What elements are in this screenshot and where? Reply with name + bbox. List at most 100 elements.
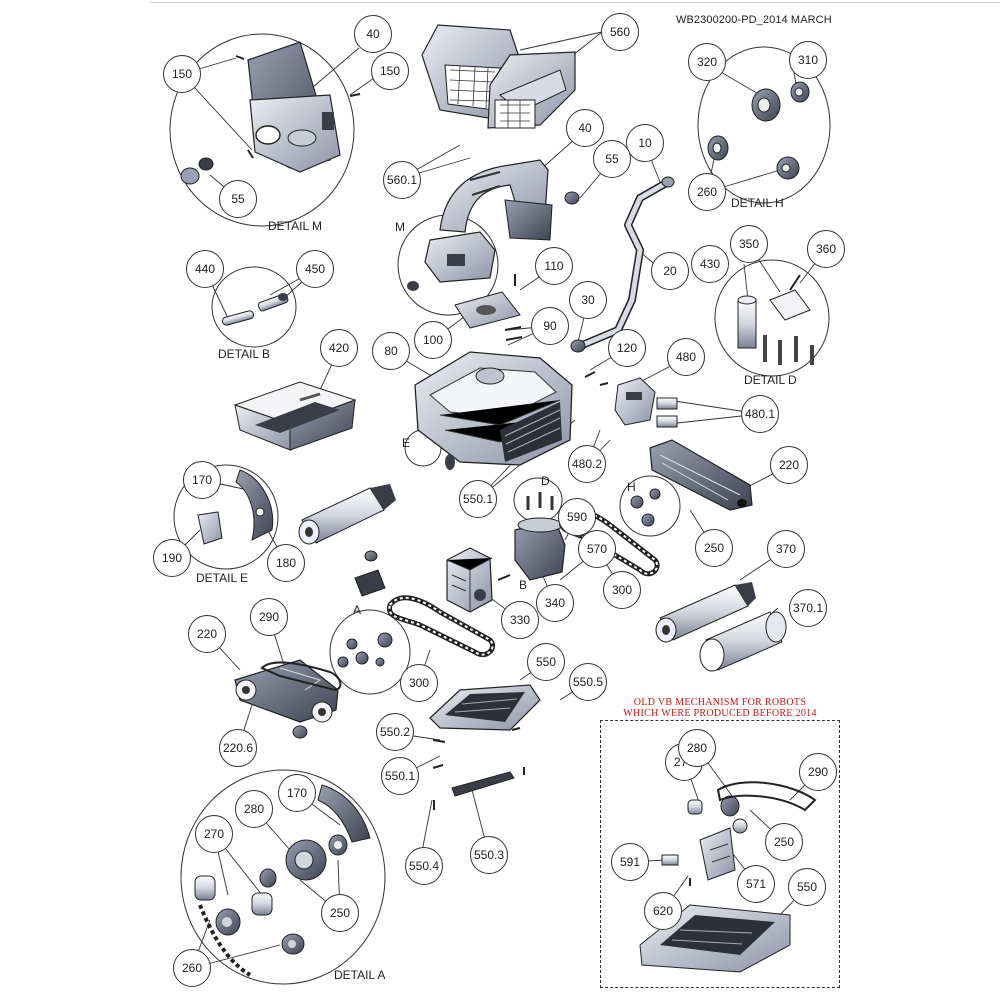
small-screws-550 [432, 727, 525, 810]
detail-h-label: DETAIL H [731, 196, 784, 210]
gears-detail-h-small [630, 488, 661, 527]
callout-90: 90 [531, 307, 569, 345]
callout-480-1: 480.1 [741, 395, 779, 433]
callout-290: 290 [250, 598, 288, 636]
detail-m-label: DETAIL M [268, 219, 323, 233]
top-covers-560 [421, 24, 576, 129]
callout-260-detail-a: 260 [173, 949, 211, 987]
callout-550-old: 550 [788, 868, 826, 906]
callout-220-6: 220.6 [219, 729, 257, 767]
impeller-detail-d [737, 274, 814, 365]
track-300-left [386, 595, 496, 658]
brush-roller-370 [655, 582, 756, 643]
motor-330 [446, 547, 511, 613]
callout-550-2: 550.2 [376, 713, 414, 751]
callout-30: 30 [569, 281, 607, 319]
connector-480 [584, 371, 678, 428]
belt-290 [260, 661, 342, 692]
callout-40: 40 [566, 109, 604, 147]
callout-280-detail-a: 280 [235, 790, 273, 828]
callout-220-left: 220 [188, 615, 226, 653]
callout-550-5: 550.5 [569, 663, 607, 701]
letter-h: H [627, 480, 636, 494]
letter-b: B [519, 578, 528, 592]
callout-100: 100 [414, 321, 452, 359]
letter-a: A [353, 603, 362, 617]
roller-gears-detail-h [707, 81, 810, 180]
handle-side-detail-m [180, 41, 361, 185]
callout-280-old: 280 [678, 729, 716, 767]
main-body-80 [414, 351, 573, 470]
callout-190: 190 [153, 539, 191, 577]
callout-480-2: 480.2 [568, 445, 606, 483]
callout-250-right: 250 [695, 529, 733, 567]
document-id: WB2300200-PD_2014 MARCH [676, 14, 832, 26]
letter-d: D [541, 474, 550, 488]
brush-sleeve-370-1 [699, 611, 787, 672]
letter-e: E [402, 436, 411, 450]
callout-350: 350 [730, 225, 768, 263]
callout-560-1: 560.1 [383, 161, 421, 199]
callout-550-3: 550.3 [470, 836, 508, 874]
callout-320: 320 [688, 43, 726, 81]
detail-e-label: DETAIL E [196, 571, 249, 585]
detail-b-circle [211, 266, 297, 348]
callout-180: 180 [267, 544, 305, 582]
callout-550: 550 [527, 643, 565, 681]
callout-430: 430 [691, 245, 729, 283]
callout-55: 55 [593, 140, 631, 178]
callout-250-detail-a: 250 [321, 894, 359, 932]
callout-590: 590 [558, 498, 596, 536]
callout-150-right: 150 [371, 52, 409, 90]
detail-d-label: DETAIL D [744, 373, 797, 387]
callout-20: 20 [651, 252, 689, 290]
callout-300-right: 300 [603, 571, 641, 609]
detail-d-small-circle [513, 477, 563, 523]
side-plate-220-left [234, 659, 339, 739]
brush-roller-left [298, 484, 396, 545]
detail-m-circle [169, 33, 355, 227]
callout-550-1: 550.1 [459, 480, 497, 518]
old-mechanism-box [600, 720, 840, 988]
callout-260-detail-h: 260 [688, 173, 726, 211]
detail-b-label: DETAIL B [218, 347, 271, 361]
callout-120: 120 [608, 329, 646, 367]
callout-620: 620 [644, 892, 682, 930]
small-parts-590-570 [354, 550, 386, 597]
callout-270-detail-a: 270 [195, 815, 233, 853]
letter-m: M [395, 220, 405, 234]
gears-detail-a-small [337, 632, 393, 668]
callout-550-1-lower: 550.1 [381, 757, 419, 795]
bushing-55 [564, 191, 580, 205]
callout-310: 310 [789, 41, 827, 79]
callout-571: 571 [737, 865, 775, 903]
callout-560: 560 [601, 13, 639, 51]
callout-10: 10 [626, 124, 664, 162]
detail-h-small-circle [619, 475, 681, 537]
scraper-550-3 [451, 771, 515, 797]
callout-591: 591 [611, 843, 649, 881]
side-clip-detail-e [197, 469, 274, 545]
old-vb-mechanism-parts [639, 781, 817, 973]
callout-55-detail-m: 55 [219, 180, 257, 218]
callout-340: 340 [536, 584, 574, 622]
handle-assembly-40 [407, 159, 553, 291]
callout-370: 370 [767, 530, 805, 568]
callout-290-old: 290 [799, 753, 837, 791]
pump-motor-340 [514, 492, 566, 581]
detail-e-circle [173, 464, 279, 570]
callout-480: 480 [667, 338, 705, 376]
bottom-tray-550 [429, 684, 541, 731]
old-mechanism-note-line2: WHICH WERE PRODUCED BEFORE 2014 [623, 708, 817, 719]
callout-220-right: 220 [770, 446, 808, 484]
callout-370-1: 370.1 [789, 589, 827, 627]
callout-440: 440 [186, 250, 224, 288]
detail-a-label: DETAIL A [334, 968, 386, 982]
detail-d-circle [714, 259, 830, 377]
callout-110: 110 [535, 247, 573, 285]
callout-150-left: 150 [163, 55, 201, 93]
callout-570: 570 [578, 530, 616, 568]
callout-250-old: 250 [765, 823, 803, 861]
callout-420: 420 [320, 329, 358, 367]
